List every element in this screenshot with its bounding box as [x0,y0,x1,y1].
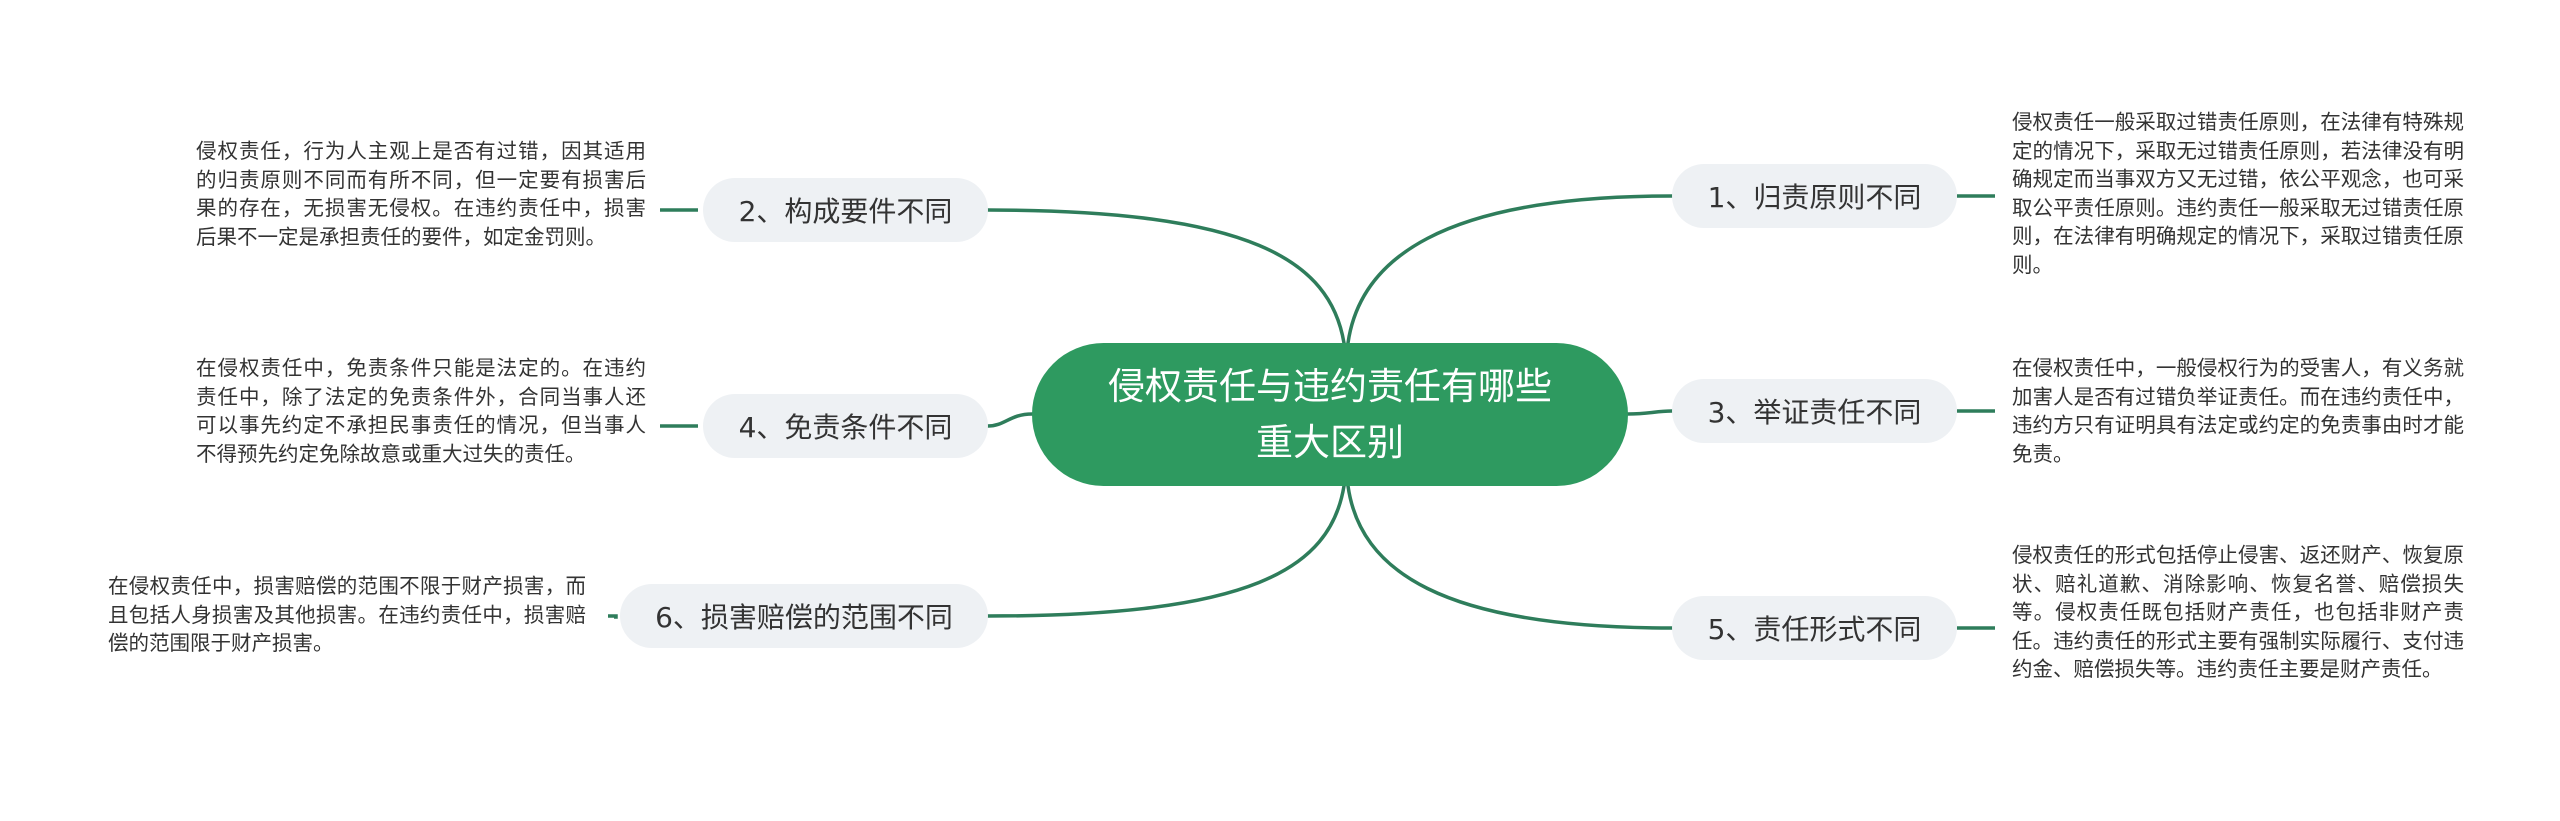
root-topic-title: 侵权责任与违约责任有哪些重大区别 [1108,364,1552,464]
connector-branch-3 [1626,409,1674,416]
branch-3-label: 3、举证责任不同 [1707,396,1922,429]
branch-3-node[interactable]: 3、举证责任不同 [1672,379,1957,443]
branch-3-detail: 在侵权责任中，一般侵权行为的受害人，有义务就加害人是否有过错负举证责任。而在违约… [2012,356,2464,466]
branch-6-node[interactable]: 6、损害赔偿的范围不同 [620,584,988,648]
branch-4-detail: 在侵权责任中，免责条件只能是法定的。在违约责任中，除了法定的免责条件外，合同当事… [196,356,646,466]
root-topic[interactable]: 侵权责任与违约责任有哪些重大区别 [1032,343,1628,486]
branch-4-label: 4、免责条件不同 [738,411,953,444]
branch-4-node[interactable]: 4、免责条件不同 [703,394,988,458]
connector-branch-1 [1346,194,1674,345]
branch-2-node[interactable]: 2、构成要件不同 [703,178,988,242]
connector-branch-4 [986,412,1034,428]
branch-6-detail: 在侵权责任中，损害赔偿的范围不限于财产损害，而且包括人身损害及其他损害。在违约责… [108,574,586,655]
connector-branch-6 [986,484,1346,618]
branch-5-label: 5、责任形式不同 [1707,613,1922,646]
connector-branch-5 [1346,484,1674,630]
branch-1-detail: 侵权责任一般采取过错责任原则，在法律有特殊规定的情况下，采取无过错责任原则，若法… [2012,110,2464,277]
branch-1-node[interactable]: 1、归责原则不同 [1672,164,1957,228]
branch-1-label: 1、归责原则不同 [1707,181,1922,214]
branch-5-detail: 侵权责任的形式包括停止侵害、返还财产、恢复原状、赔礼道歉、消除影响、恢复名誉、赔… [2012,543,2464,681]
branch-6-label: 6、损害赔偿的范围不同 [655,601,953,634]
connector-branch-2 [986,208,1346,345]
branch-5-node[interactable]: 5、责任形式不同 [1672,596,1957,660]
branch-2-detail: 侵权责任，行为人主观上是否有过错，因其适用的归责原则不同而有所不同，但一定要有损… [196,139,646,249]
leaf-connector-6 [608,614,618,619]
branch-2-label: 2、构成要件不同 [738,195,953,228]
